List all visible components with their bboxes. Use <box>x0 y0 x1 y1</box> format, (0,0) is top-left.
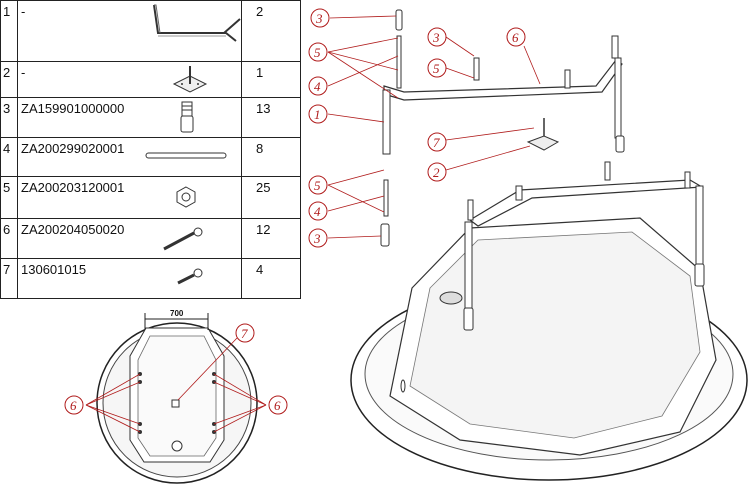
mounting-plate-icon <box>172 66 208 93</box>
part-code: ZA200299020001 <box>21 141 125 156</box>
callout-1: 1 <box>314 107 321 122</box>
assembly-callouts-left: 3 5 4 1 5 4 3 <box>308 8 399 248</box>
part-code: - <box>21 65 26 80</box>
table-row: 5 ZA200203120001 25 <box>0 176 301 219</box>
adjustable-foot-icon <box>180 101 194 133</box>
part-code-cell: ZA159901000000 <box>17 97 242 138</box>
part-code: ZA200204050020 <box>21 222 125 237</box>
callout-5-bottom: 5 <box>314 178 321 193</box>
part-code-cell: 130601015 <box>17 258 242 299</box>
callout-2: 2 <box>433 165 440 180</box>
callout-6-right: 6 <box>268 395 288 415</box>
part-qty: 12 <box>241 218 301 259</box>
part-qty: 13 <box>241 97 301 138</box>
assembly-callouts-center: 3 5 6 7 2 <box>427 27 541 182</box>
part-code: - <box>21 4 26 19</box>
table-row: 7 130601015 4 <box>0 258 301 299</box>
table-row: 1 - 2 <box>0 0 301 62</box>
callout-4-bottom: 4 <box>314 204 321 219</box>
part-code: ZA200203120001 <box>21 180 125 195</box>
callout-3-center: 3 <box>432 30 440 45</box>
table-row: 3 ZA159901000000 13 <box>0 97 301 138</box>
part-code-cell: ZA200299020001 <box>17 137 242 177</box>
short-screw-icon <box>177 268 203 285</box>
svg-text:6: 6 <box>70 398 77 413</box>
table-row: 2 - 1 <box>0 61 301 98</box>
parts-table: 1 - 2 2 - 1 <box>0 0 301 299</box>
part-code: 130601015 <box>21 262 87 277</box>
callout-7-center: 7 <box>433 135 440 150</box>
svg-text:7: 7 <box>241 326 248 341</box>
callout-5-top: 5 <box>314 45 321 60</box>
callout-3-top: 3 <box>315 11 323 26</box>
hex-nut-icon <box>176 186 196 208</box>
callout-4-top: 4 <box>314 79 321 94</box>
part-qty: 25 <box>241 176 301 219</box>
callout-6-center: 6 <box>512 30 519 45</box>
part-code: ZA159901000000 <box>21 101 125 116</box>
part-code-cell: ZA200203120001 <box>17 176 242 219</box>
callout-6-left: 6 <box>64 395 84 415</box>
threaded-rod-icon <box>145 152 227 159</box>
svg-text:6: 6 <box>274 398 281 413</box>
part-qty: 4 <box>241 258 301 299</box>
callout-7-top: 7 <box>235 323 255 343</box>
part-qty: 8 <box>241 137 301 177</box>
table-row: 4 ZA200299020001 8 <box>0 137 301 177</box>
top-view: 700 6 6 7 <box>64 309 288 484</box>
frame-leg-icon <box>153 4 241 42</box>
long-screw-icon <box>163 227 203 251</box>
upper-frame <box>380 9 625 247</box>
callout-3-bottom: 3 <box>313 231 321 246</box>
part-code-cell: - <box>17 0 242 62</box>
lower-frame <box>463 161 705 331</box>
part-code-cell: - <box>17 61 242 98</box>
bathtub <box>350 217 748 481</box>
dimension-label: 700 <box>170 309 184 318</box>
callout-5-center: 5 <box>433 61 440 76</box>
